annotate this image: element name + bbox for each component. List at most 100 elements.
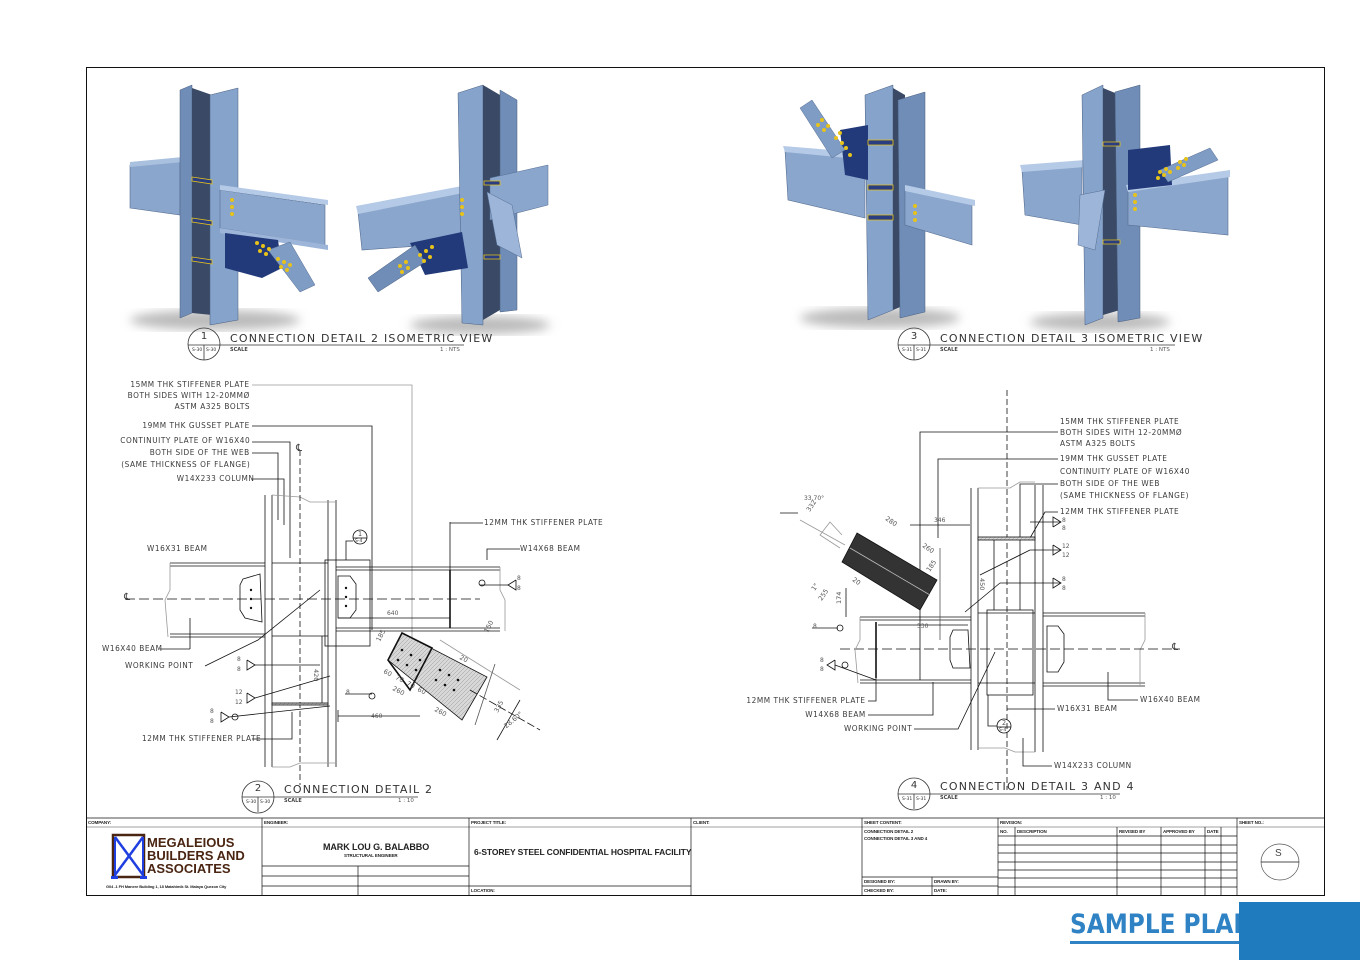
drawn-by-label: DRAWN BY: — [934, 879, 959, 884]
view-title: CONNECTION DETAIL 3 ISOMETRIC VIEW — [940, 332, 1204, 345]
view-number: 4 — [910, 780, 918, 791]
brand-color-block — [1239, 902, 1360, 960]
dimension: 450 — [978, 578, 986, 591]
scale-value: 1 : 10 — [1100, 795, 1116, 801]
revision-col-header: APPROVED BY — [1163, 829, 1195, 834]
callout: ASTM A325 BOLTS — [1060, 439, 1136, 448]
callout: CONTINUITY PLATE OF W16X40 — [1060, 467, 1190, 476]
view-number: 1 — [200, 331, 208, 342]
callout: BOTH SIDES WITH 12-20MMØ — [1060, 428, 1183, 437]
dimension: 33.70° — [804, 494, 825, 502]
callout: W16X31 BEAM — [147, 544, 208, 553]
callout: 12MM THK STIFFENER PLATE — [142, 734, 262, 743]
callout: 19MM THK GUSSET PLATE — [142, 421, 250, 430]
view-ref: S-31 — [902, 348, 913, 353]
view-ref: S-30 — [246, 800, 257, 805]
isometric-view-1 — [129, 84, 550, 334]
project-title: 6-STOREY STEEL CONFIDENTIAL HOSPITAL FAC… — [474, 847, 692, 857]
company-address: G04 -1 FH Manere Building 1, 18 Matahimi… — [106, 884, 227, 889]
weld-size: 8 — [237, 655, 241, 663]
sheet-border — [86, 67, 1325, 896]
view-title: CONNECTION DETAIL 3 AND 4 — [940, 780, 1135, 793]
view-number: 3 — [910, 331, 918, 342]
company-label: COMPANY: — [88, 820, 112, 825]
detail-bubble-number: 1 — [358, 530, 363, 538]
view-title-graphics — [187, 327, 1175, 814]
weld-size: 8 — [210, 707, 214, 715]
company-logo — [111, 833, 147, 879]
view-ref: S-31 — [916, 797, 927, 802]
view-ref: S-31 — [902, 797, 913, 802]
weld-size: 8 — [813, 622, 817, 630]
weld-size: 8 — [210, 717, 214, 725]
callout: WORKING POINT — [125, 661, 194, 670]
date-label: DATE: — [934, 888, 947, 893]
weld-size: 12 — [1062, 542, 1070, 550]
callout: W14X233 COLUMN — [1054, 761, 1132, 770]
centerline-symbol: ℄ — [296, 443, 303, 454]
callout: W14X68 BEAM — [805, 710, 866, 719]
weld-size: 8 — [517, 584, 521, 592]
dimension: 460 — [371, 712, 383, 720]
sheet-number: S — [1275, 848, 1282, 859]
engineer-title: STRUCTURAL ENGINEER — [344, 853, 398, 858]
sheet-no-label: SHEET NO.: — [1239, 820, 1264, 825]
callout: 15MM THK STIFFENER PLATE — [1060, 417, 1180, 426]
dimension: 346 — [934, 516, 946, 524]
sample-plan-watermark: SAMPLE PLAN — [1070, 909, 1253, 944]
callout: BOTH SIDE OF THE WEB — [150, 448, 250, 457]
callout: W16X40 BEAM — [1140, 695, 1201, 704]
company-name-line: MEGALEIOUS — [147, 835, 235, 850]
weld-size: 8 — [1062, 584, 1066, 592]
callout: ASTM A325 BOLTS — [174, 402, 250, 411]
weld-size: 8 — [517, 574, 521, 582]
location-label: LOCATION: — [471, 888, 495, 893]
weld-size: 8 — [820, 656, 824, 664]
detail-bubble-ref: S-4 — [999, 728, 1007, 733]
view-number: 2 — [254, 783, 262, 794]
callout: (SAME THICKNESS OF FLANGE) — [120, 460, 250, 469]
scale-label: SCALE — [940, 795, 958, 801]
weld-size: 12 — [1062, 551, 1070, 559]
callout: 15MM THK STIFFENER PLATE — [130, 380, 250, 389]
view-ref: S-30 — [206, 348, 217, 353]
detail-bubble-ref: S-4 — [355, 539, 363, 544]
centerline-symbol: ℄ — [124, 592, 131, 603]
view-ref: S-31 — [916, 348, 927, 353]
scale-label: SCALE — [230, 347, 248, 353]
engineer-label: ENGINEER: — [264, 820, 289, 825]
callout: (SAME THICKNESS OF FLANGE) — [1060, 491, 1190, 500]
detail-bubble-number: 2 — [1002, 719, 1007, 727]
revision-col-header: DATE — [1207, 829, 1219, 834]
sheet-content-item: CONNECTION DETAIL 3 AND 4 — [864, 836, 928, 841]
weld-size: 8 — [820, 665, 824, 673]
view-title: CONNECTION DETAIL 2 — [284, 783, 434, 796]
callout: 12MM THK STIFFENER PLATE — [1060, 507, 1180, 516]
sheet-content-item: CONNECTION DETAIL 2 — [864, 829, 914, 834]
scale-value: 1 : NTS — [1150, 347, 1170, 353]
scale-value: 1 : NTS — [440, 347, 460, 353]
callout: W16X31 BEAM — [1057, 704, 1118, 713]
detail-4-drawing — [780, 390, 1180, 790]
callout: W16X40 BEAM — [102, 644, 163, 653]
checked-by-label: CHECKED BY: — [864, 888, 894, 893]
callout: BOTH SIDE OF THE WEB — [1060, 479, 1160, 488]
view-title: CONNECTION DETAIL 2 ISOMETRIC VIEW — [230, 332, 494, 345]
dimension: 530 — [917, 622, 929, 630]
designed-by-label: DESIGNED BY: — [864, 879, 895, 884]
sheet-content-label: SHEET CONTENT: — [864, 820, 902, 825]
callout: W14X233 COLUMN — [176, 474, 254, 483]
weld-size: 8 — [1062, 516, 1066, 524]
callout: 12MM THK STIFFENER PLATE — [484, 518, 604, 527]
project-label: PROJECT TITLE: — [471, 820, 507, 825]
client-label: CLIENT: — [693, 820, 710, 825]
title-block-grid — [86, 817, 1325, 895]
callout: WORKING POINT — [843, 724, 912, 733]
dimension: 640 — [387, 609, 399, 617]
isometric-view-3 — [783, 84, 1230, 331]
company-name-line: ASSOCIATES — [147, 861, 231, 876]
callout: 19MM THK GUSSET PLATE — [1060, 454, 1168, 463]
scale-label: SCALE — [284, 798, 302, 804]
weld-size: 8 — [346, 688, 350, 696]
weld-size: 12 — [235, 698, 243, 706]
